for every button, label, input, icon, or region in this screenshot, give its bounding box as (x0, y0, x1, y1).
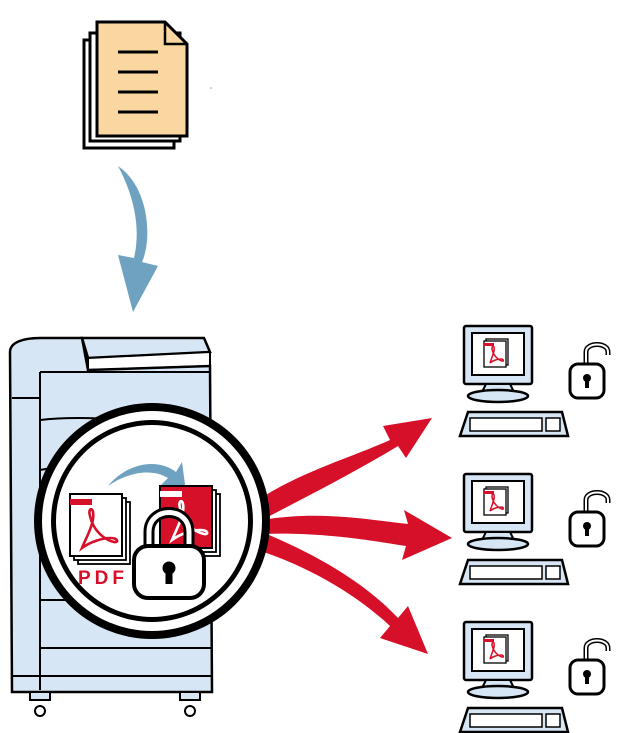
document-stack-icon (82, 20, 212, 150)
padlock-open-icon (570, 493, 608, 547)
padlock-open-icon (570, 641, 608, 695)
computer-icon (458, 620, 570, 733)
padlock-closed-icon (132, 507, 206, 600)
padlock-open-icon (570, 345, 608, 399)
convert-arrow (108, 462, 186, 492)
computer-icon (458, 472, 570, 586)
computer-icon (458, 324, 570, 438)
pdf-document-icon (69, 493, 131, 565)
pdf-label: PDF (78, 568, 128, 589)
distribution-arrows (258, 418, 452, 654)
scan-arrow (118, 166, 158, 312)
